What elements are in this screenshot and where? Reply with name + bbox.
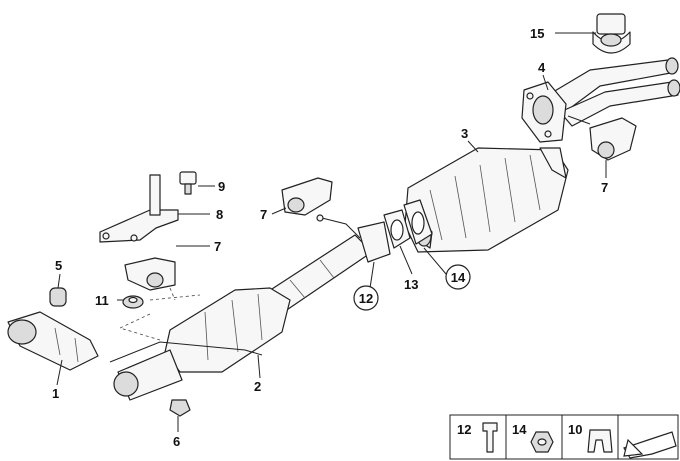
callout-15: 15 <box>530 26 544 41</box>
part-4-rear-pipe[interactable] <box>521 57 680 143</box>
callout-14-circled: 14 <box>445 264 471 290</box>
svg-text:11: 11 <box>95 293 109 308</box>
callout-9: 9 <box>218 179 225 194</box>
callout-6: 6 <box>173 434 180 449</box>
svg-text:4: 4 <box>538 60 546 75</box>
part-6-nut[interactable] <box>169 399 191 417</box>
svg-text:14: 14 <box>451 270 466 285</box>
callout-1: 1 <box>52 386 59 401</box>
svg-text:6: 6 <box>173 434 180 449</box>
callout-7-left: 7 <box>214 239 221 254</box>
svg-text:5: 5 <box>55 258 62 273</box>
part-13-gasket[interactable] <box>383 209 411 249</box>
part-7-hanger-left[interactable] <box>124 257 176 291</box>
svg-text:3: 3 <box>461 126 468 141</box>
svg-text:7: 7 <box>214 239 221 254</box>
svg-text:8: 8 <box>216 207 223 222</box>
part-14-gasket[interactable] <box>403 199 433 245</box>
svg-text:9: 9 <box>218 179 225 194</box>
callout-7-middle: 7 <box>260 207 267 222</box>
part-1-front-pipe[interactable] <box>7 311 99 371</box>
svg-text:1: 1 <box>52 386 59 401</box>
svg-text:12: 12 <box>457 422 471 437</box>
part-5-rubber-bush[interactable] <box>49 287 67 307</box>
callout-11: 11 <box>95 293 109 308</box>
callout-5: 5 <box>55 258 62 273</box>
svg-text:10: 10 <box>568 422 582 437</box>
svg-text:12: 12 <box>359 291 373 306</box>
callout-12-circled: 12 <box>353 285 379 311</box>
leader-lines <box>56 32 607 432</box>
legend-item-14: 14 <box>512 422 554 453</box>
callout-4: 4 <box>538 60 546 75</box>
callout-7-right: 7 <box>601 180 608 195</box>
svg-text:14: 14 <box>512 422 527 437</box>
svg-text:2: 2 <box>254 379 261 394</box>
part-8-bracket[interactable] <box>99 174 179 243</box>
svg-text:7: 7 <box>260 207 267 222</box>
direction-arrow-icon <box>623 431 677 459</box>
legend-strip: 12 14 10 <box>449 414 679 460</box>
part-2-catalytic-converter[interactable] <box>109 287 291 401</box>
callout-8: 8 <box>216 207 223 222</box>
part-9-bolt[interactable] <box>179 171 197 195</box>
legend-item-12: 12 <box>457 422 498 453</box>
svg-text:13: 13 <box>404 277 418 292</box>
callout-13: 13 <box>404 277 418 292</box>
part-7-hanger-middle[interactable] <box>281 177 333 216</box>
part-15-clamp[interactable] <box>592 13 631 54</box>
legend-item-10: 10 <box>568 422 613 453</box>
callout-3: 3 <box>461 126 468 141</box>
callout-2: 2 <box>254 379 261 394</box>
svg-text:15: 15 <box>530 26 544 41</box>
part-7-hanger-right[interactable] <box>589 117 637 161</box>
part-11-nut[interactable] <box>122 295 144 309</box>
svg-text:7: 7 <box>601 180 608 195</box>
part-3-rear-silencer[interactable] <box>404 147 569 253</box>
